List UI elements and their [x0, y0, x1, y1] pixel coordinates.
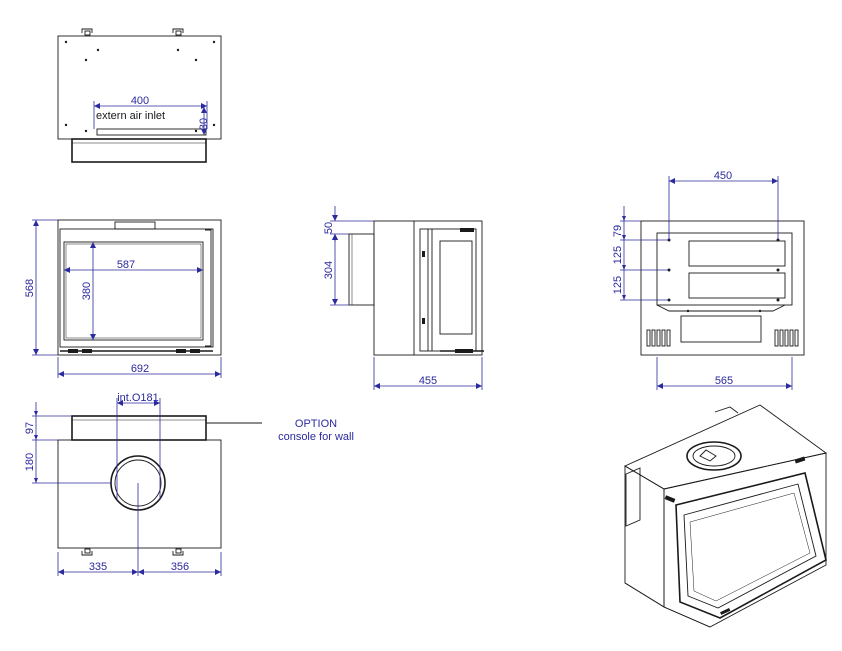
iso-top-face	[624, 404, 828, 490]
top-view-console	[71, 138, 207, 163]
top-view-body	[57, 35, 222, 140]
iso-front-face	[663, 452, 827, 628]
iso-flue-outer	[686, 441, 742, 471]
flue-diameter-label: int.O181	[117, 392, 159, 404]
iso-door-frame	[675, 472, 827, 619]
bottom-bracket-left	[81, 551, 93, 556]
side-view: 50 304 455	[323, 206, 484, 390]
side-view-console	[348, 233, 375, 306]
bottom-view: int.O181 OPTION console for wall 97 180 …	[24, 392, 354, 576]
back-slot-lower	[688, 272, 786, 299]
dim-text-587: 587	[117, 259, 135, 271]
top-view-screws	[64, 40, 216, 133]
bottom-bracket-right	[172, 551, 184, 556]
iso-flue-inner	[692, 445, 736, 467]
front-door-hinge	[205, 229, 212, 347]
option-title: OPTION	[295, 418, 337, 430]
iso-glass	[683, 483, 817, 609]
dim-text-125-lower: 125	[612, 276, 624, 294]
dim-text-380: 380	[81, 282, 93, 300]
dim-text-79: 79	[612, 225, 624, 237]
iso-left-face	[624, 465, 665, 608]
dim-text-335: 335	[89, 561, 107, 573]
front-glass	[63, 241, 204, 341]
option-subtitle: console for wall	[278, 431, 354, 443]
side-glass	[439, 240, 473, 335]
dim-text-180: 180	[24, 453, 36, 471]
dim-text-125-upper: 125	[612, 246, 624, 264]
dim-text-356: 356	[171, 561, 189, 573]
back-view-screws	[667, 238, 780, 313]
back-vents-left	[646, 329, 671, 347]
dim-text-304: 304	[323, 261, 335, 279]
top-view-bracket-right	[172, 28, 184, 33]
front-top-vent	[114, 221, 156, 230]
back-view: 450 79 125 125 565	[612, 170, 805, 390]
iso-side-console	[625, 467, 641, 527]
dim-text-565: 565	[715, 375, 733, 387]
isometric-view	[624, 404, 828, 628]
dim-text-450: 450	[714, 170, 732, 182]
dim-text-455: 455	[419, 375, 437, 387]
top-view-bracket-left	[81, 28, 93, 33]
back-view-body	[640, 220, 805, 356]
back-vents-right	[774, 329, 799, 347]
dim-text-568: 568	[24, 279, 36, 297]
extern-air-inlet-label: extern air inlet	[96, 110, 165, 122]
dim-text-400: 400	[131, 95, 149, 107]
back-view-plate	[656, 232, 793, 306]
front-view: 568 587 380 692	[24, 219, 222, 378]
air-inlet-slot	[96, 128, 207, 136]
dim-text-50: 50	[323, 222, 335, 234]
dim-text-30: 30	[198, 118, 210, 130]
back-slot-bottom	[680, 315, 762, 343]
bottom-view-console	[71, 415, 207, 441]
dim-text-692: 692	[131, 363, 149, 375]
front-view-body	[57, 219, 222, 356]
back-slot-upper	[688, 240, 786, 267]
dim-text-97: 97	[24, 422, 36, 434]
top-view: 400 extern air inlet 30	[57, 28, 222, 163]
